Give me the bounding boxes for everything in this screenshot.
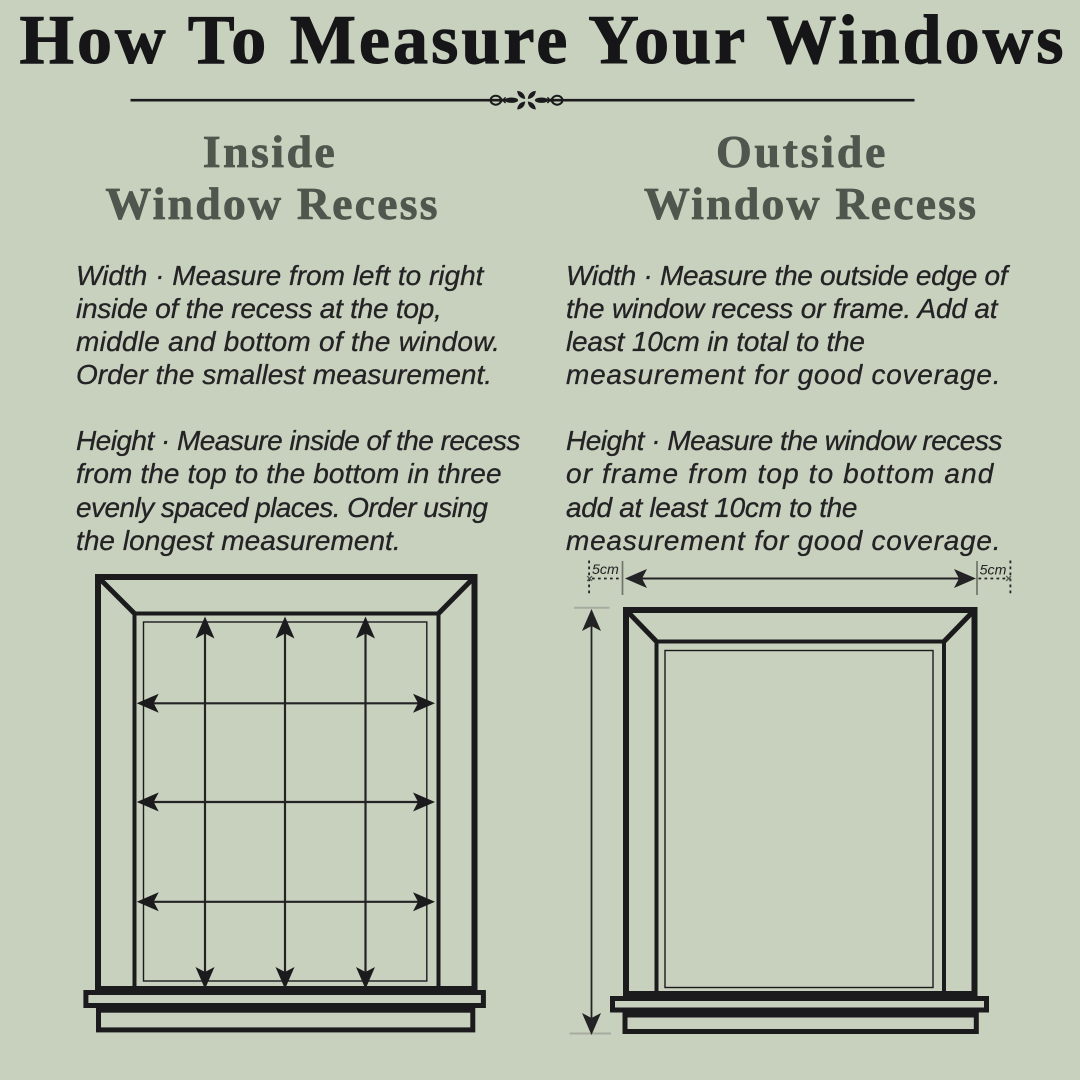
- svg-text:5cm: 5cm: [980, 563, 1007, 579]
- svg-text:5cm: 5cm: [592, 562, 619, 578]
